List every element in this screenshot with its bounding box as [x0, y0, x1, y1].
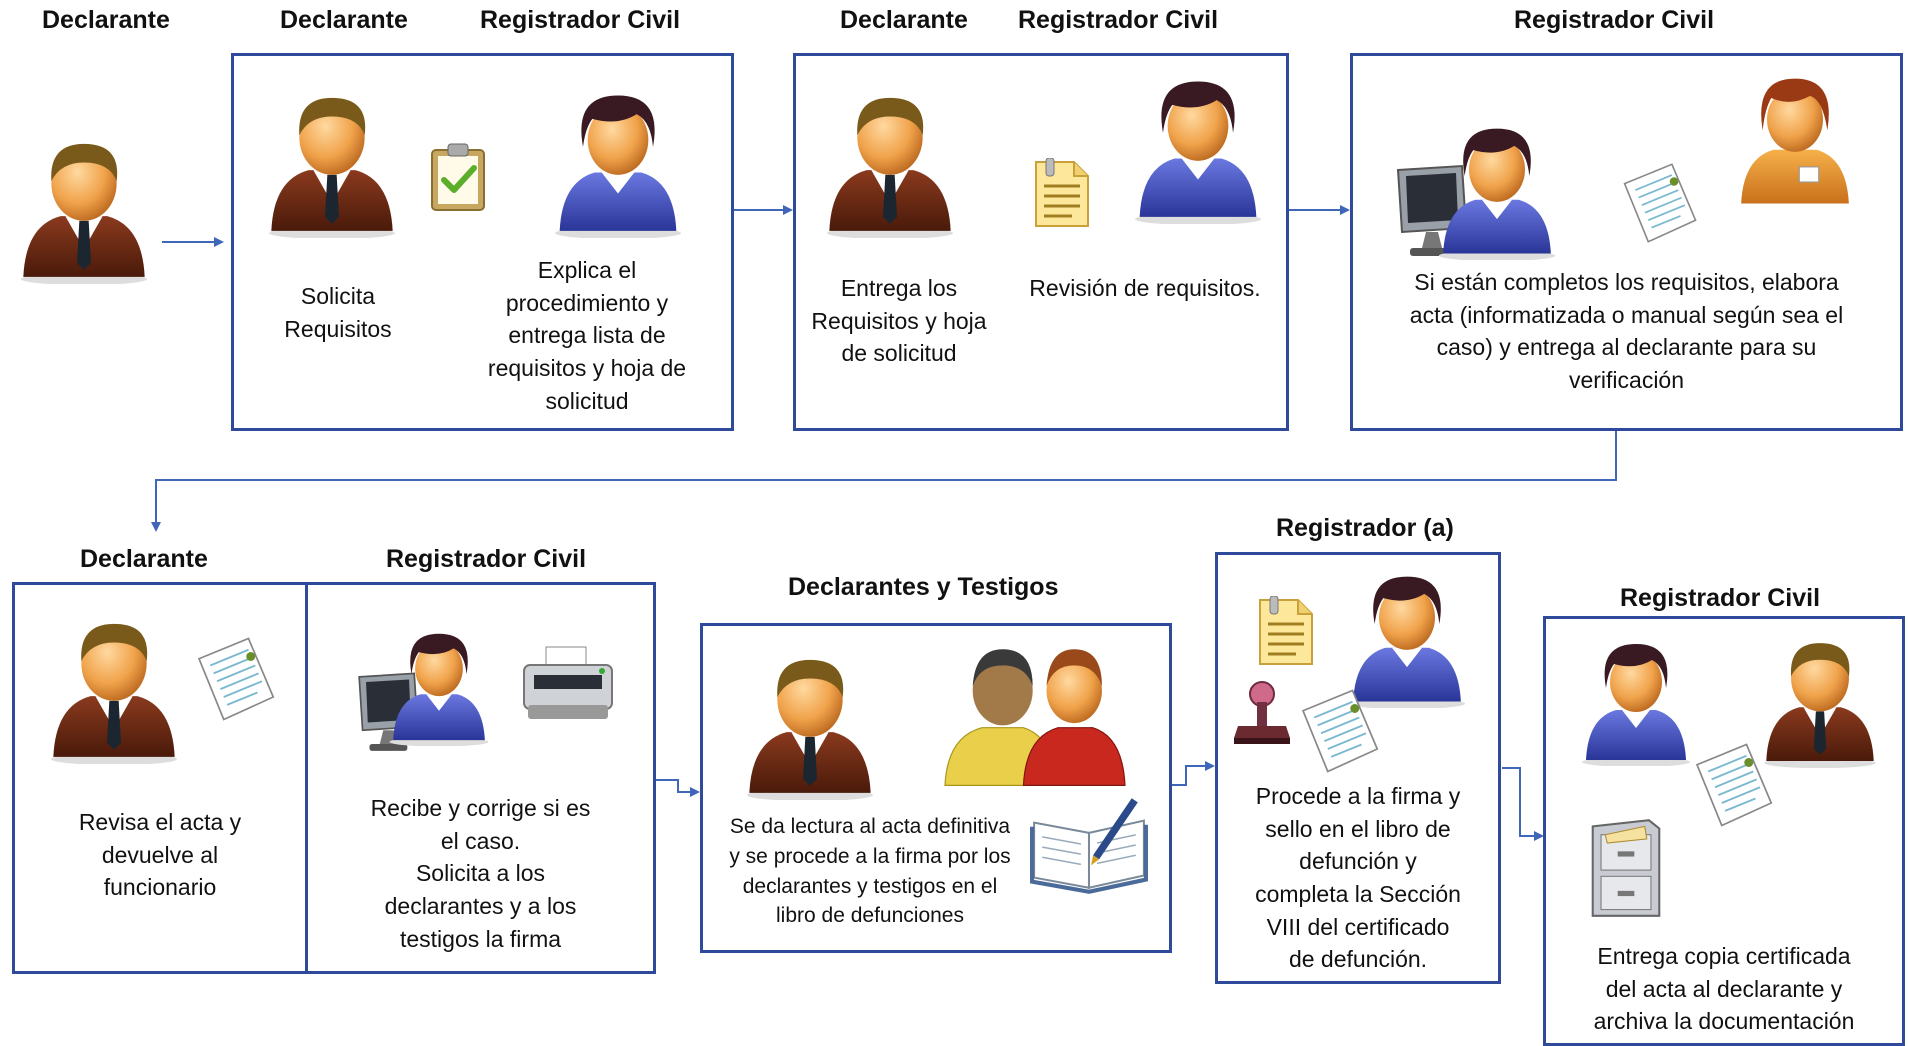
arrow-icon	[1172, 761, 1215, 786]
role-registrador-a: Registrador (a)	[1276, 514, 1454, 542]
file-cabinet-icon	[1584, 816, 1668, 920]
role-declarante: Declarante	[840, 6, 968, 34]
man-icon	[740, 648, 880, 800]
arrow-icon	[1502, 767, 1544, 841]
woman-icon	[1432, 120, 1562, 260]
role-declarante: Declarante	[42, 6, 170, 34]
role-registrador-civil: Registrador Civil	[386, 545, 587, 573]
woman-icon	[1128, 72, 1268, 224]
arrow-icon	[656, 779, 700, 797]
arrow-icon	[151, 430, 1617, 532]
step-box-recibe-corrige	[305, 582, 656, 974]
signed-paper-icon	[1616, 160, 1702, 246]
stamp-icon	[1232, 680, 1292, 750]
woman-icon	[548, 86, 688, 238]
document-icon	[1032, 158, 1092, 230]
people-group-icon	[942, 640, 1128, 790]
role-declarante: Declarante	[80, 545, 208, 573]
step-box-firma-sello	[1215, 552, 1501, 984]
woman-icon	[1576, 636, 1696, 766]
signed-paper-icon	[1688, 740, 1778, 830]
step-text-revision: Revisión de requisitos.	[1029, 275, 1261, 301]
signed-paper-icon	[190, 634, 280, 724]
man-icon	[820, 86, 960, 238]
role-registrador-civil: Registrador Civil	[1018, 6, 1219, 34]
role-registrador-civil: Registrador Civil	[1514, 6, 1715, 34]
role-registrador-civil: Registrador Civil	[1620, 584, 1821, 612]
role-registrador-civil: Registrador Civil	[480, 6, 681, 34]
role-declarante: Declarante	[280, 6, 408, 34]
document-icon	[1256, 596, 1316, 668]
woman-icon	[1730, 70, 1860, 210]
step-text-elabora: Si están completos los requisitos, elabo…	[1409, 269, 1844, 393]
printer-icon	[518, 644, 618, 726]
signed-paper-icon	[1294, 686, 1384, 776]
clipboard-check-icon	[428, 140, 488, 212]
man-icon	[14, 132, 154, 284]
open-book-icon	[1028, 792, 1150, 894]
woman-icon	[384, 626, 494, 746]
man-icon	[44, 612, 184, 764]
man-icon	[262, 86, 402, 238]
role-declarantes-testigos: Declarantes y Testigos	[788, 573, 1059, 601]
